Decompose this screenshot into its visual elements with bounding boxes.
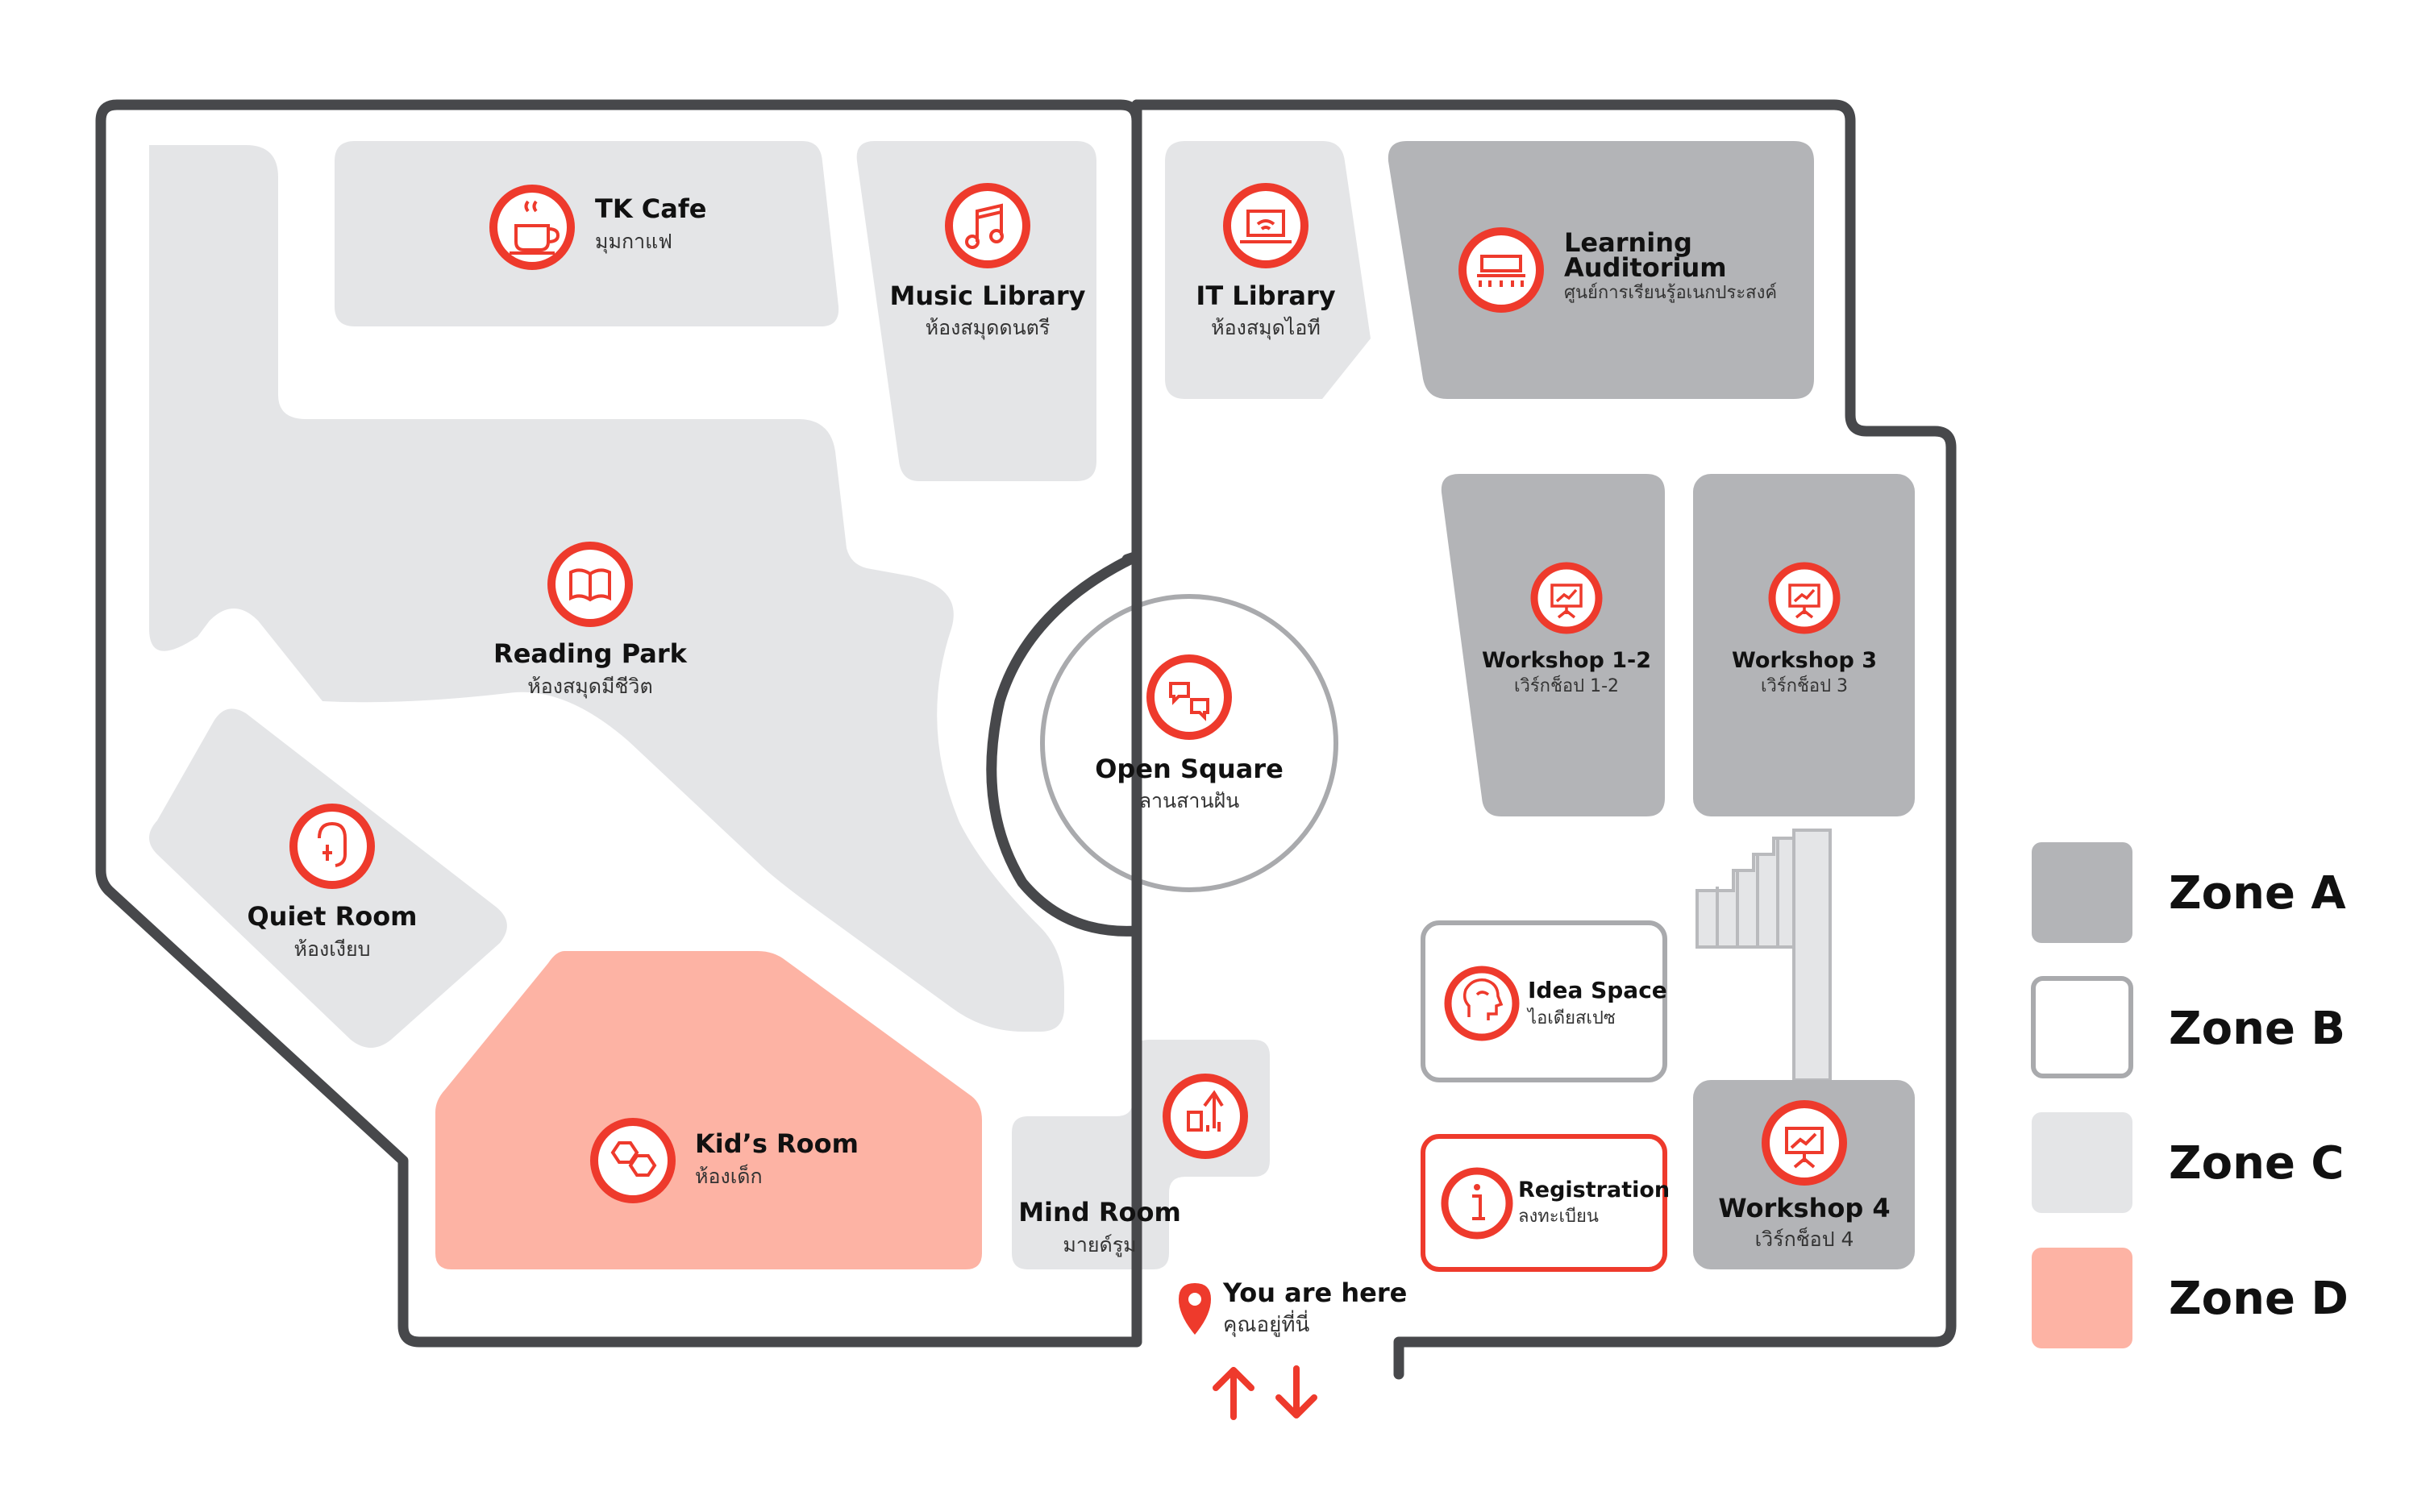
music-library-label: Music Library (889, 280, 1085, 311)
legend-swatch-zone-c (2032, 1112, 2132, 1213)
legend-item-zone-a: Zone A (2032, 842, 2346, 943)
legend-label-zone-c: Zone C (2169, 1137, 2345, 1190)
workshop-4-label: Workshop 4 (1718, 1193, 1890, 1223)
open-square-label: Open Square (1095, 754, 1284, 784)
workshop-1-2-marker[interactable]: Workshop 1-2 เวิร์กช็อป 1-2 (1482, 562, 1651, 696)
legend-label-zone-b: Zone B (2169, 1003, 2345, 1055)
registration-label: Registration (1518, 1178, 1670, 1203)
location-pin-icon (1179, 1283, 1211, 1335)
learning-auditorium-thai-label: ศูนย์การเรียนรู้อเนกประสงค์ (1564, 283, 1777, 303)
it-library-room[interactable] (1165, 141, 1371, 399)
legend-label-zone-a: Zone A (2169, 867, 2346, 920)
music-library-room[interactable] (856, 141, 1096, 481)
idea-space-label: Idea Space (1528, 977, 1667, 1003)
registration-marker[interactable]: Registration ลงทะเบียน (1441, 1167, 1670, 1240)
reading-park-thai-label: ห้องสมุดมีชีวิต (527, 675, 652, 699)
outer-walls (95, 99, 1957, 1380)
music-library-thai-label: ห้องสมุดดนตรี (926, 316, 1051, 340)
learning-auditorium-label-line1: Learning (1564, 227, 1692, 258)
it-library-label: IT Library (1196, 280, 1335, 311)
music-note-icon (945, 183, 1030, 268)
quiet-room-label: Quiet Room (247, 901, 417, 932)
idea-space-thai-label: ไอเดียสเปซ (1526, 1007, 1616, 1028)
reading-park-label: Reading Park (493, 638, 688, 669)
legend-swatch-zone-d (2032, 1248, 2132, 1348)
staircase (1695, 829, 1832, 1082)
mind-room-marker[interactable]: Mind Room มายด์รูม (1018, 1074, 1248, 1257)
legend-item-zone-d: Zone D (2032, 1248, 2349, 1348)
legend-swatch-zone-a (2032, 842, 2132, 943)
tk-cafe-room[interactable] (335, 141, 839, 326)
quiet-room-thai-label: ห้องเงียบ (294, 937, 371, 961)
workshop-1-2-thai-label: เวิร์กช็อป 1-2 (1514, 674, 1619, 696)
reading-park-marker[interactable]: Reading Park ห้องสมุดมีชีวิต (493, 542, 688, 699)
quiet-room-marker[interactable]: Quiet Room ห้องเงียบ (247, 804, 418, 961)
learning-auditorium-marker[interactable]: Learning Auditorium ศูนย์การเรียนรู้อเนก… (1458, 227, 1777, 313)
info-icon (1441, 1167, 1513, 1240)
workshop-4-marker[interactable]: Workshop 4 เวิร์กช็อป 4 (1718, 1100, 1891, 1251)
tk-cafe-label: TK Cafe (595, 193, 706, 224)
music-library-marker[interactable]: Music Library ห้องสมุดดนตรี (889, 183, 1086, 340)
open-square-thai-label: ลานสานฝัน (1139, 789, 1240, 812)
workshop-3-thai-label: เวิร์กช็อป 3 (1761, 674, 1848, 696)
workshop-4-thai-label: เวิร์กช็อป 4 (1755, 1227, 1854, 1251)
mind-growth-icon (1163, 1074, 1248, 1159)
kids-room[interactable] (435, 951, 982, 1269)
open-square-marker[interactable]: Open Square ลานสานฝัน (1095, 654, 1284, 812)
workshop-3-room[interactable] (1693, 474, 1915, 816)
workshop-3-label: Workshop 3 (1732, 648, 1877, 673)
kids-room-thai-label: ห้องเด็ก (695, 1164, 763, 1188)
legend-item-zone-c: Zone C (2032, 1112, 2345, 1213)
workshop-1-2-label: Workshop 1-2 (1482, 648, 1651, 673)
shush-face-icon (289, 804, 375, 889)
learning-auditorium-room[interactable] (1388, 141, 1814, 399)
registration-thai-label: ลงทะเบียน (1518, 1207, 1599, 1227)
it-library-thai-label: ห้องสมุดไอที (1211, 316, 1321, 340)
you-are-here-thai-label: คุณอยู่ที่นี่ (1223, 1310, 1310, 1337)
tk-cafe-marker[interactable]: TK Cafe มุมกาแฟ (489, 185, 706, 270)
legend-swatch-zone-b (2031, 976, 2133, 1078)
up-down-arrows-icon (1213, 1365, 1317, 1420)
legend-item-zone-b: Zone B (2031, 976, 2345, 1078)
tk-cafe-thai-label: มุมกาแฟ (595, 230, 672, 254)
you-are-here-label: You are here (1222, 1277, 1407, 1308)
you-are-here-marker: You are here คุณอยู่ที่นี่ (1179, 1277, 1407, 1337)
open-square-room[interactable] (1040, 594, 1338, 892)
legend: Zone A Zone B Zone C Zone D (2031, 842, 2349, 1348)
kids-room-marker[interactable]: Kid’s Room ห้องเด็ก (590, 1118, 859, 1203)
workshop-1-2-room[interactable] (1441, 474, 1665, 816)
mind-room-label: Mind Room (1018, 1197, 1181, 1227)
kids-room-label: Kid’s Room (695, 1128, 859, 1159)
it-library-marker[interactable]: IT Library ห้องสมุดไอที (1196, 183, 1336, 340)
workshop-3-marker[interactable]: Workshop 3 เวิร์กช็อป 3 (1732, 562, 1877, 696)
idea-space-marker[interactable]: Idea Space ไอเดียสเปซ (1444, 966, 1667, 1041)
learning-auditorium-label-line2: Auditorium (1564, 252, 1727, 283)
legend-label-zone-d: Zone D (2169, 1273, 2349, 1325)
mind-room-thai-label: มายด์รูม (1063, 1233, 1136, 1257)
head-brain-icon (1444, 966, 1520, 1041)
